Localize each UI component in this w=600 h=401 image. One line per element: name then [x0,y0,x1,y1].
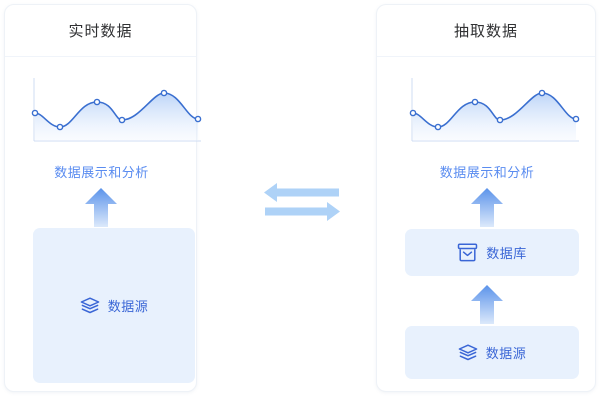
database-box[interactable]: 数据库 [405,229,579,276]
chart-point [194,115,202,123]
exchange-arrows-icon [264,183,340,221]
chart-point [93,98,101,106]
card-extract-data[interactable]: 抽取数据 数据展示 [376,4,596,392]
layers-icon [458,343,478,362]
layers-icon [80,296,100,315]
card-title: 抽取数据 [453,22,518,40]
database-box-icon [457,243,478,262]
up-arrow-icon [471,188,503,227]
data-source-box[interactable]: 数据源 [405,326,579,379]
chart-svg [31,78,202,142]
line-chart-extract [401,75,581,153]
chart-point [434,123,442,131]
chart-point [118,116,126,124]
chart-point [538,89,546,97]
card-header: 实时数据 [5,5,196,57]
line-chart-realtime [23,75,203,153]
up-arrow-icon [471,285,503,324]
data-source-label: 数据源 [485,347,527,362]
chart-point [496,116,504,124]
chart-point [160,89,168,97]
chart-caption: 数据展示和分析 [439,166,535,181]
chart-point [31,109,39,117]
chart-point [409,109,417,117]
chart-point [471,98,479,106]
chart-svg [409,78,580,142]
up-arrow-icon [85,188,117,227]
card-title: 实时数据 [68,22,133,40]
chart-caption: 数据展示和分析 [54,166,149,181]
chart-point [56,123,64,131]
card-realtime-data[interactable]: 实时数据 [4,4,202,392]
data-source-box[interactable]: 数据源 [33,228,195,383]
card-header: 抽取数据 [377,5,595,57]
data-source-label: 数据源 [107,300,149,315]
chart-point [572,115,580,123]
database-label: 数据库 [486,247,527,262]
